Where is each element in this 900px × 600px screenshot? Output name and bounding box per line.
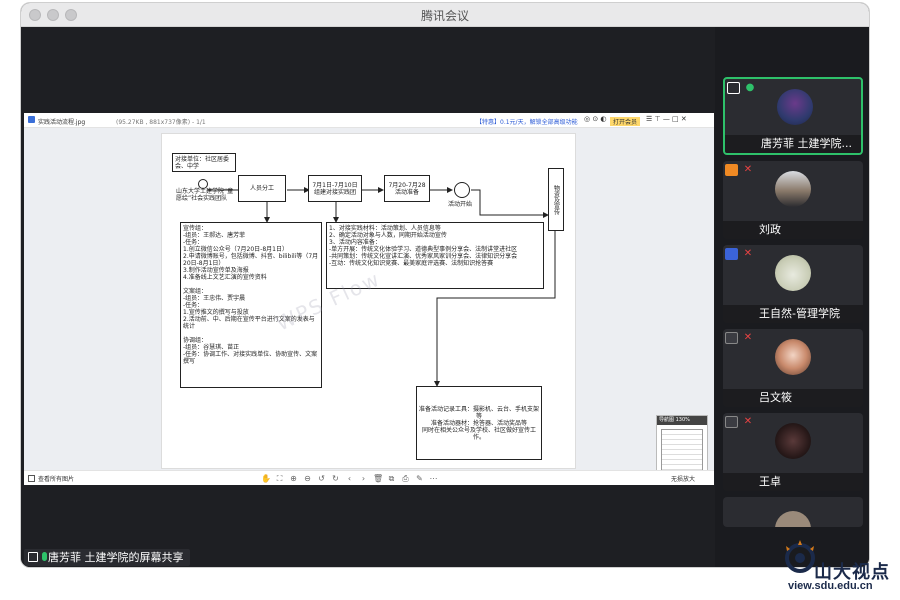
screen-share-icon: [28, 552, 38, 562]
viewer-tools-icons[interactable]: ◎ ⊙ ◐: [584, 115, 607, 123]
participant-name: 刘政: [723, 221, 863, 239]
rotate-left-icon[interactable]: ↺: [318, 474, 325, 483]
step-staff-division: 人员分工: [238, 175, 286, 202]
rotate-right-icon[interactable]: ↻: [332, 474, 339, 483]
fit-icon[interactable]: ⛶: [276, 474, 283, 483]
step-form-team: 7月1日-7月10日 组建对接实践团: [308, 175, 362, 202]
prep-details-box: 1、对接实践材料：活动策划、人员信息等 2、确定活动对象与人数，同期开始活动宣传…: [326, 222, 544, 289]
viewer-fileinfo: (95.27KB , 881x737像素) - 1/1: [116, 119, 206, 126]
avatar: [775, 339, 811, 375]
materials-publicity-box: 物资及宣传: [548, 168, 564, 231]
image-canvas: 对接单位：社区居委会、中学 山东大学土建学院“童愿绘”社会实践团队 人员分工 7…: [24, 128, 714, 481]
navigator-preview: [661, 429, 703, 475]
materials-details-box: 准备活动记录工具：摄影机、云台、手机支架等 准备活动器材：抢答器、活动奖品等 同…: [416, 386, 542, 460]
mic-off-icon: ✕: [743, 332, 753, 343]
print-icon[interactable]: ⎙: [402, 474, 409, 483]
screen-share-area: 实践活动流程.jpg (95.27KB , 881x737像素) - 1/1 【…: [21, 27, 715, 567]
user-badge-icon: [725, 332, 738, 344]
user-badge-icon: [725, 248, 738, 260]
delete-icon[interactable]: 🗑: [373, 474, 384, 483]
more-icon[interactable]: ⋯: [429, 474, 438, 483]
promo-link[interactable]: 【特惠】0.1元/天，解锁全部高级功能: [476, 119, 578, 126]
meeting-window: 腾讯会议 实践活动流程.jpg (95.27KB , 881x737像素) - …: [20, 2, 870, 568]
lossless-zoom-button[interactable]: 无损放大: [671, 476, 696, 483]
screen-share-label: 唐芳菲 土建学院的屏幕共享: [24, 549, 190, 566]
avatar: [775, 511, 811, 527]
window-controls-icons[interactable]: ☰ ⊤ — □ ✕: [646, 115, 687, 123]
flowchart-image: 对接单位：社区居委会、中学 山东大学土建学院“童愿绘”社会实践团队 人员分工 7…: [161, 133, 576, 469]
share-label-text: 唐芳菲 土建学院的屏幕共享: [48, 551, 184, 564]
image-icon: [28, 116, 35, 123]
brand-url: view.sdu.edu.cn: [788, 580, 873, 592]
zoom-out-icon[interactable]: ⊖: [304, 474, 311, 483]
avatar: [777, 89, 813, 125]
mic-on-icon: ●: [745, 82, 755, 93]
sdu-logo-icon: [785, 540, 815, 573]
previous-icon[interactable]: ‹: [347, 474, 352, 483]
division-details-box: 宣传组： -组员：王郝达、唐芳菲 -任务： 1.创立微信公众号（7月20日-8月…: [180, 222, 322, 388]
participant-list: ● 唐芳菲 土建学院... ✕ 刘政 ✕ 王自然-管理学院 ✕ 吕文筱 ✕ 王卓: [715, 27, 869, 567]
copy-icon[interactable]: ⧉: [388, 474, 395, 483]
next-icon[interactable]: ›: [361, 474, 366, 483]
gallery-icon: [28, 475, 35, 482]
step-activity-prep: 7月20-7月28 活动准备: [384, 175, 430, 202]
edit-icon[interactable]: ✎: [416, 474, 423, 483]
avatar: [775, 255, 811, 291]
open-vip-button[interactable]: 打开会员: [610, 117, 641, 126]
brand-text: 山大视点: [814, 562, 890, 583]
team-origin-label: 山东大学土建学院“童愿绘”社会实践团队: [176, 188, 234, 202]
avatar: [775, 423, 811, 459]
participant-tile-partial[interactable]: [723, 497, 863, 527]
participant-tile[interactable]: ✕ 王卓: [723, 413, 863, 491]
close-window-button[interactable]: [29, 9, 41, 21]
avatar: [775, 171, 811, 207]
user-badge-icon: [725, 416, 738, 428]
screen-share-icon: [727, 82, 740, 94]
host-badge-icon: [725, 164, 738, 176]
zoom-in-icon[interactable]: ⊕: [290, 474, 297, 483]
participant-name: 吕文筱: [723, 389, 863, 407]
mic-off-icon: ✕: [743, 164, 753, 175]
minimize-window-button[interactable]: [47, 9, 59, 21]
participant-tile[interactable]: ✕ 吕文筱: [723, 329, 863, 407]
participant-name: 唐芳菲 土建学院...: [725, 135, 861, 153]
flowchart-connectors: [207, 187, 556, 387]
show-all-images-link[interactable]: 查看所有图片: [38, 476, 75, 483]
sdu-view-logo: 山大视点 view.sdu.edu.cn: [778, 536, 896, 598]
mic-off-icon: ✕: [743, 248, 753, 259]
start-node: [198, 179, 208, 189]
shared-image-viewer: 实践活动流程.jpg (95.27KB , 881x737像素) - 1/1 【…: [24, 113, 714, 485]
participant-name: 王卓: [723, 473, 863, 491]
viewer-footer: 查看所有图片 ✋ ⛶ ⊕ ⊖ ↺ ↻ ‹ › 🗑 ⧉ ⎙ ✎ ⋯ 无损放大: [24, 470, 714, 485]
end-node: [454, 182, 470, 198]
title-bar: 腾讯会议: [21, 3, 869, 27]
viewer-filename: 实践活动流程.jpg: [38, 119, 86, 126]
window-title: 腾讯会议: [420, 9, 469, 23]
hand-icon[interactable]: ✋: [261, 474, 271, 483]
mic-on-icon: [42, 552, 47, 561]
navigator-title: 导航图 130%: [657, 416, 707, 425]
participant-name: 王自然-管理学院: [723, 305, 863, 323]
target-unit-box: 对接单位：社区居委会、中学: [172, 153, 236, 172]
mic-off-icon: ✕: [743, 416, 753, 427]
participant-tile[interactable]: ✕ 王自然-管理学院: [723, 245, 863, 323]
participant-tile[interactable]: ✕ 刘政: [723, 161, 863, 239]
maximize-window-button[interactable]: [65, 9, 77, 21]
participant-tile[interactable]: ● 唐芳菲 土建学院...: [723, 77, 863, 155]
activity-start-label: 活动开始: [448, 201, 473, 208]
viewer-toolbar: 实践活动流程.jpg (95.27KB , 881x737像素) - 1/1 【…: [24, 113, 714, 128]
